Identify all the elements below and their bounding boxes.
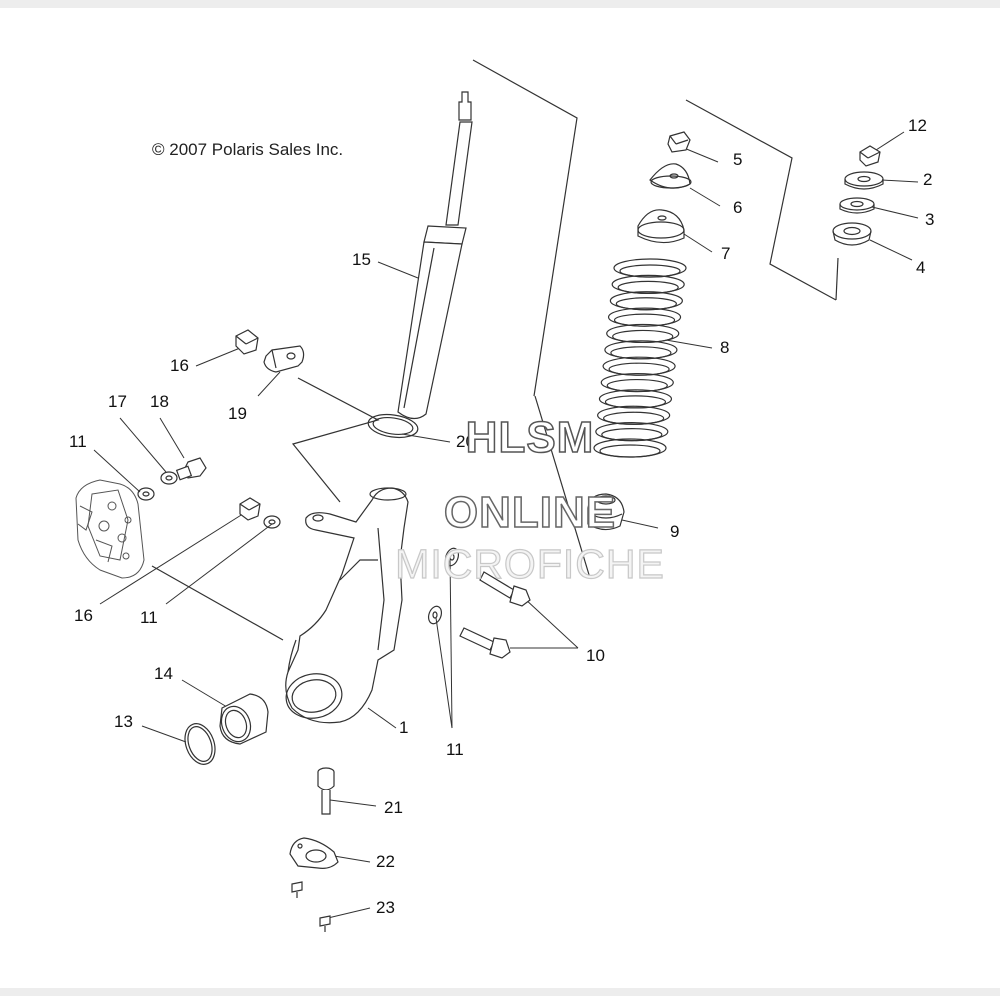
bolt-part-18 xyxy=(175,457,207,481)
callout-21: 21 xyxy=(384,798,403,817)
callout-4: 4 xyxy=(916,258,926,277)
callout-9: 9 xyxy=(670,522,680,541)
mount-part-4 xyxy=(832,222,872,246)
spring-coil-inner xyxy=(606,378,668,393)
screws-part-23 xyxy=(291,881,331,932)
brake-line-clip-part-19 xyxy=(263,345,305,373)
callout-11-c: 11 xyxy=(446,740,464,759)
callout-23: 23 xyxy=(376,898,395,917)
steering-knuckle xyxy=(285,487,409,724)
spring-coil-inner xyxy=(612,329,674,344)
washer-part-17 xyxy=(160,471,178,485)
spring-coil-inner xyxy=(601,428,663,442)
bump-stop-part-9 xyxy=(587,493,625,531)
spring-coil-inner xyxy=(617,280,679,294)
shock-absorber xyxy=(397,91,473,420)
snap-ring-part-13 xyxy=(184,723,216,765)
nut-part-5 xyxy=(667,131,691,153)
assembly-bracket-lines xyxy=(151,59,839,641)
bolts-part-10 xyxy=(459,571,531,659)
washer-part-11-caliper xyxy=(137,487,155,501)
callout-12: 12 xyxy=(908,116,927,135)
spring-cup-part-6 xyxy=(649,163,692,189)
washer-part-3 xyxy=(839,197,875,214)
callout-19: 19 xyxy=(228,404,247,423)
callout-5: 5 xyxy=(733,150,743,169)
callout-15: 15 xyxy=(352,250,371,269)
ball-joint-part-21 xyxy=(317,767,335,815)
leader-lines xyxy=(93,131,919,919)
callout-10: 10 xyxy=(586,646,605,665)
callout-1: 1 xyxy=(399,718,409,737)
callout-11-a: 11 xyxy=(69,432,87,451)
callout-11-b: 11 xyxy=(140,608,158,627)
nut-part-12 xyxy=(859,145,881,167)
watermark-line-2: ONLINE xyxy=(443,487,617,538)
callout-2: 2 xyxy=(923,170,933,189)
spring-seat-part-7 xyxy=(637,209,685,244)
callout-7: 7 xyxy=(721,244,731,263)
watermark-line-3: MICROFICHE xyxy=(395,540,665,587)
callout-18: 18 xyxy=(150,392,169,411)
spring-coil-inner xyxy=(608,362,670,376)
brake-caliper xyxy=(75,479,145,579)
nut-part-16-upper xyxy=(235,329,259,355)
washer-part-11-knuckle xyxy=(427,547,460,625)
coil-spring xyxy=(593,258,687,458)
spring-coil-inner xyxy=(610,346,672,360)
callout-16-b: 16 xyxy=(74,606,93,625)
spring-coil-inner xyxy=(599,444,661,458)
watermark-line-1: HLSM xyxy=(465,412,595,463)
spring-coil-inner xyxy=(603,411,665,425)
spring-coil-inner xyxy=(613,313,676,327)
callout-16-a: 16 xyxy=(170,356,189,375)
spring-coil-inner xyxy=(604,395,667,409)
callout-14: 14 xyxy=(154,664,173,683)
callout-3: 3 xyxy=(925,210,935,229)
spring-coil-inner xyxy=(615,297,677,311)
washer-part-2 xyxy=(844,171,884,190)
callout-22: 22 xyxy=(376,852,395,871)
callout-8: 8 xyxy=(720,338,730,357)
spring-coil-inner xyxy=(619,264,681,278)
o-ring xyxy=(367,413,419,439)
copyright-text: © 2007 Polaris Sales Inc. xyxy=(152,140,344,159)
nut-part-16-lower xyxy=(239,497,261,521)
callout-13: 13 xyxy=(114,712,133,731)
washer-part-11-lower xyxy=(263,515,281,529)
callout-20: 20 xyxy=(456,432,475,451)
callout-17: 17 xyxy=(108,392,127,411)
wheel-bearing-part-14 xyxy=(219,693,269,745)
callout-6: 6 xyxy=(733,198,743,217)
retainer-plate-part-22 xyxy=(289,837,339,869)
